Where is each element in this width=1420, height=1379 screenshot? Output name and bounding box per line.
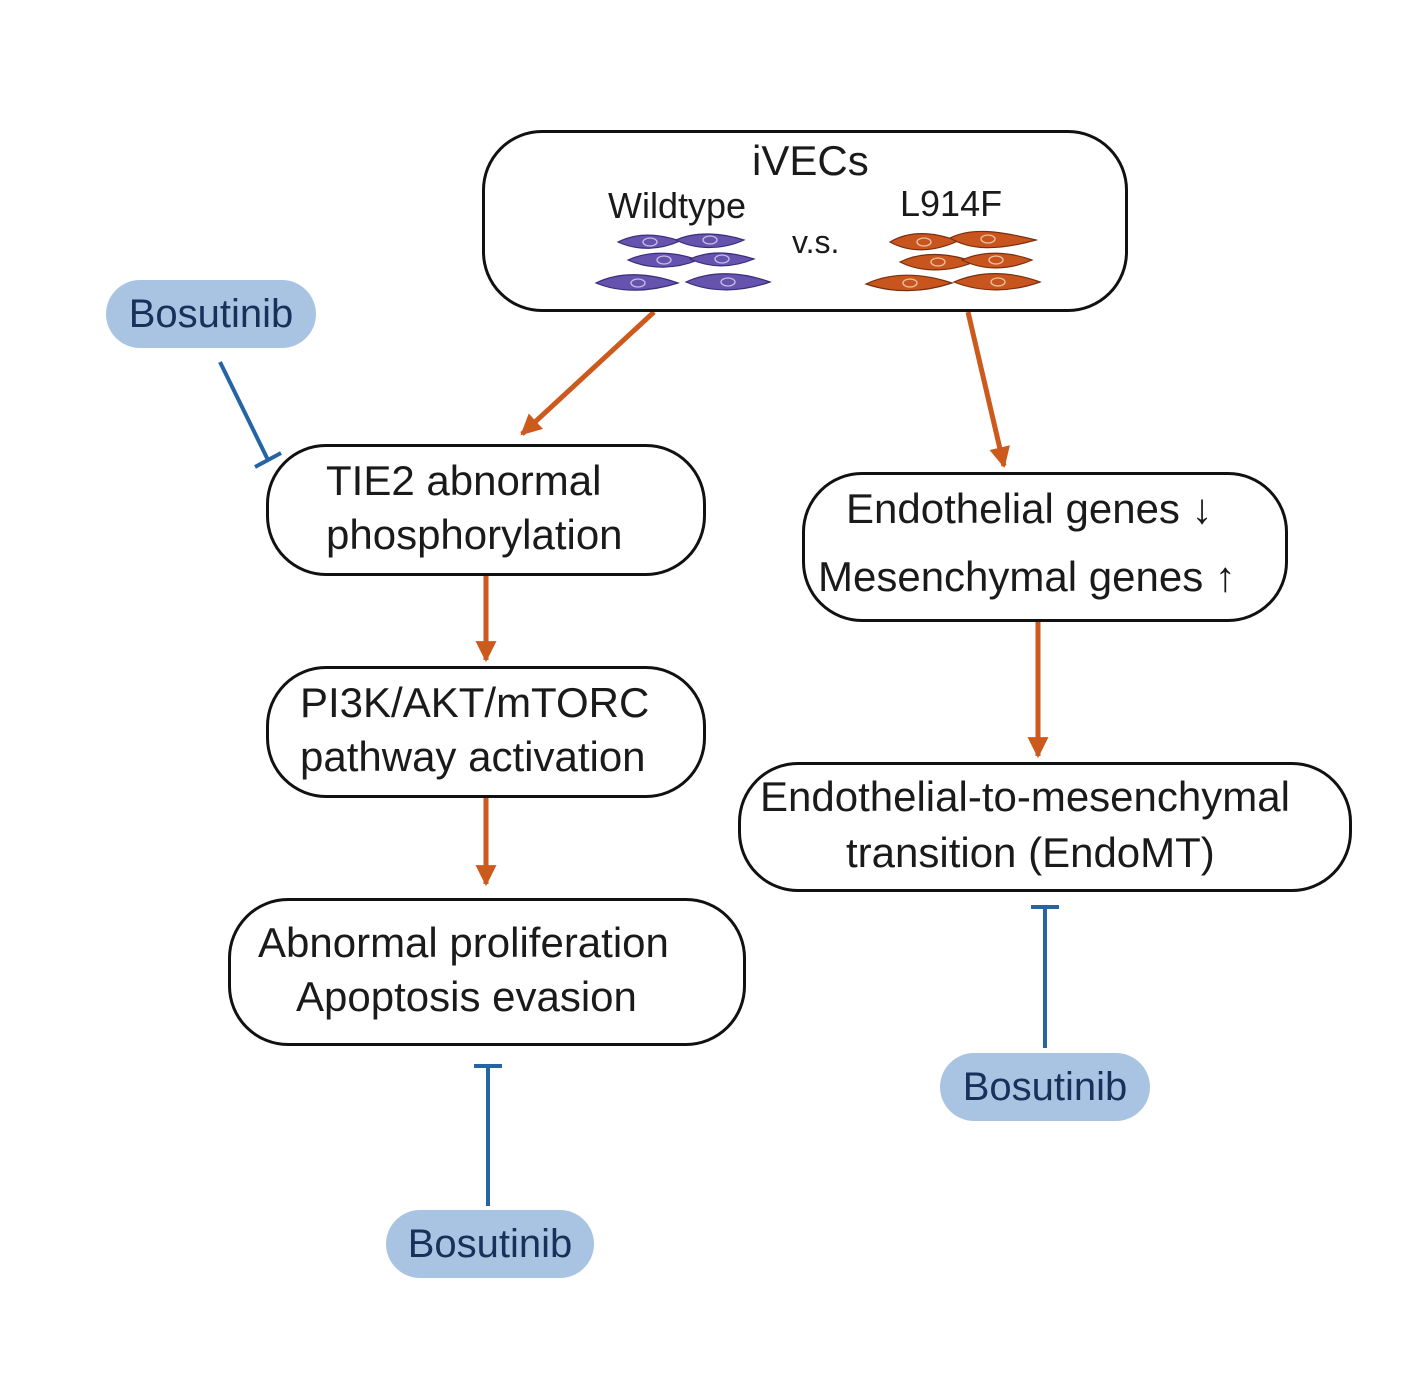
- pi3k-line-1: PI3K/AKT/mTORC: [300, 679, 650, 726]
- bosutinib-badge-bottom-right: Bosutinib: [940, 1053, 1150, 1121]
- proliferation-line-1: Abnormal proliferation: [258, 919, 669, 966]
- inhibition-top-left: [218, 361, 282, 469]
- mutant-label: L914F: [900, 183, 1003, 224]
- bosutinib-badge-top-left: Bosutinib: [106, 280, 316, 348]
- pi3k-line-2: pathway activation: [300, 733, 646, 780]
- wildtype-label: Wildtype: [608, 185, 747, 226]
- mutant-cells-icon: [864, 230, 1042, 292]
- inhibition-bottom-left: [474, 1064, 502, 1206]
- genes-line-2: Mesenchymal genes ↑: [818, 553, 1236, 600]
- tie2-line-2: phosphorylation: [326, 511, 623, 558]
- arrow-ivecs-to-genes: [965, 311, 1010, 469]
- endomt-line-2: transition (EndoMT): [846, 829, 1215, 876]
- vs-label: v.s.: [792, 224, 840, 260]
- arrow-ivecs-to-tie2: [520, 310, 656, 436]
- tie2-box: [266, 444, 706, 576]
- endomt-line-1: Endothelial-to-mesenchymal: [760, 773, 1290, 820]
- inhibition-bottom-right: [1031, 905, 1059, 1048]
- wildtype-cells-icon: [594, 233, 772, 291]
- ivecs-title: iVECs: [752, 137, 869, 184]
- bosutinib-badge-bottom-left: Bosutinib: [386, 1210, 594, 1278]
- endomt-box: [738, 762, 1352, 892]
- proliferation-line-2: Apoptosis evasion: [296, 973, 637, 1020]
- tie2-line-1: TIE2 abnormal: [326, 457, 602, 504]
- genes-line-1: Endothelial genes ↓: [846, 485, 1213, 532]
- genes-box: [802, 472, 1288, 622]
- proliferation-box: [228, 898, 746, 1046]
- pi3k-box: [266, 666, 706, 798]
